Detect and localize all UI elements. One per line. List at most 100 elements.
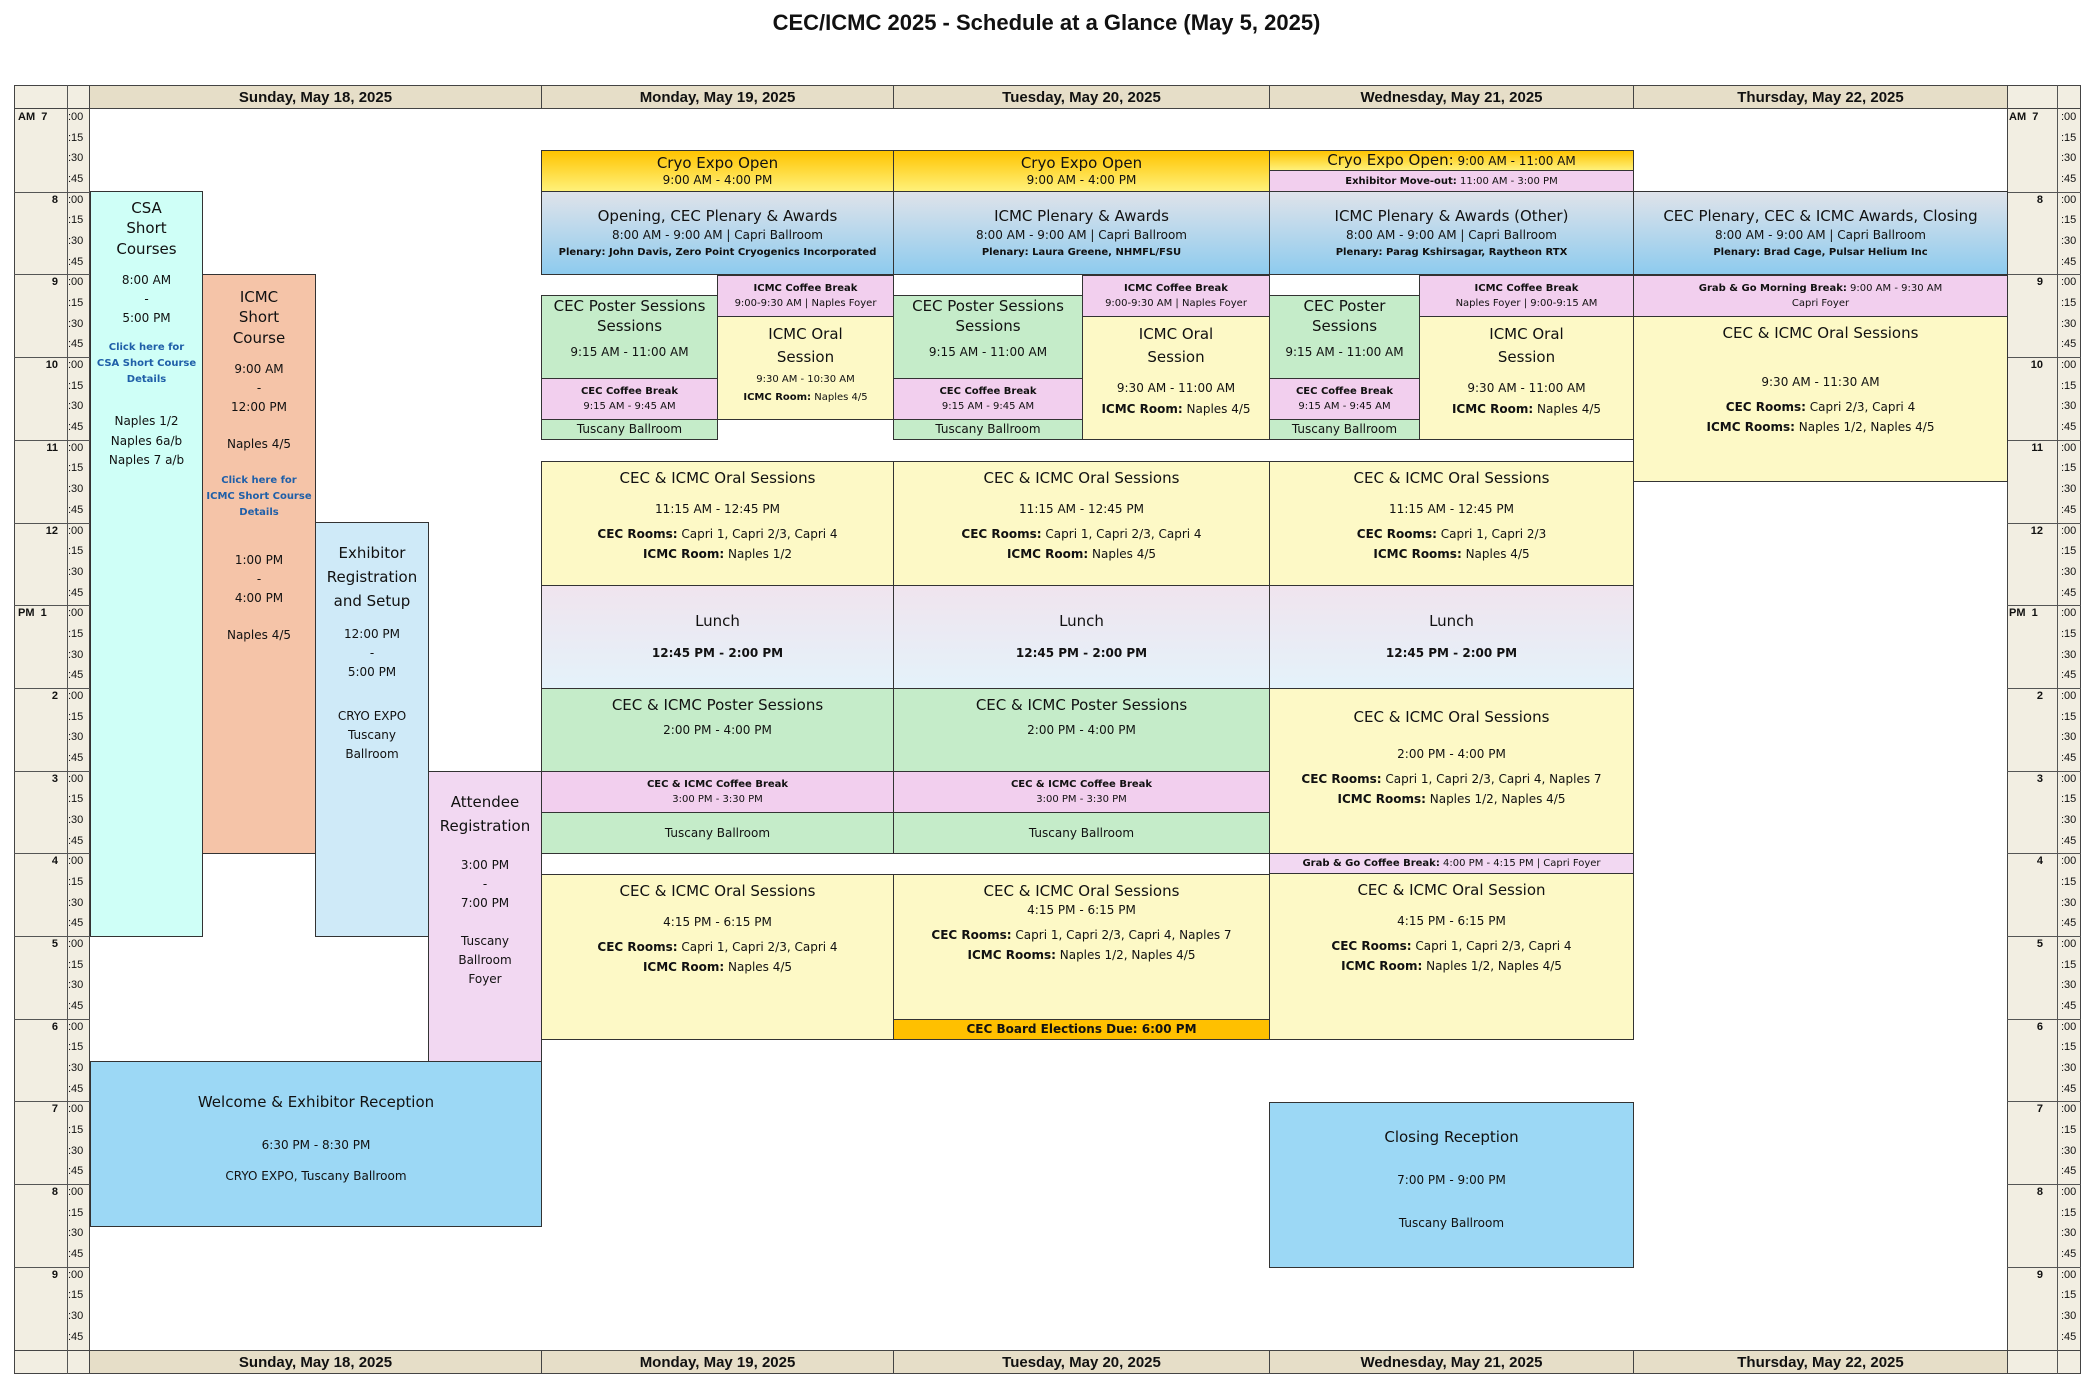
quarter-label: :15 xyxy=(68,959,84,971)
plenary-monday: Opening, CEC Plenary & Awards 8:00 AM - … xyxy=(541,191,894,275)
hour-divider xyxy=(2007,1184,2081,1185)
event-title: Cryo Expo Open: xyxy=(1327,150,1454,169)
event-time: 2:00 PM - 4:00 PM xyxy=(1027,723,1136,738)
quarter-label: :30 xyxy=(68,483,84,495)
quarter-label: :00 xyxy=(2061,1186,2077,1198)
quarter-label: :30 xyxy=(68,1062,84,1074)
event-room: Tuscany xyxy=(460,933,510,948)
hour-divider xyxy=(2007,688,2081,689)
event-title: CEC Coffee Break xyxy=(1295,386,1394,397)
quarter-label: :00 xyxy=(68,442,84,454)
icmc-details-link[interactable]: Click here for xyxy=(221,474,297,486)
room-label: CEC Rooms: xyxy=(1725,400,1806,415)
csa-details-link[interactable]: Click here for xyxy=(108,342,185,354)
event-room: Naples 4/5 xyxy=(1186,401,1251,416)
event-time: 2:00 PM - 4:00 PM xyxy=(1397,747,1506,762)
event-time: 9:30 AM - 10:30 AM xyxy=(756,373,855,385)
plenary-thursday: CEC Plenary, CEC & ICMC Awards, Closing … xyxy=(1633,191,2008,275)
icmc-coffee-break-wednesday: ICMC Coffee Break Naples Foyer | 9:00-9:… xyxy=(1419,275,1634,317)
event-room: Naples 4/5 xyxy=(814,391,868,403)
quarter-label: :00 xyxy=(2061,194,2077,206)
event-room: Naples 4/5 xyxy=(226,437,292,452)
hour-divider xyxy=(14,1267,90,1268)
event-title: CEC & ICMC Oral Sessions xyxy=(619,882,816,900)
bottom-right-gutter xyxy=(2007,1350,2081,1374)
hour-divider xyxy=(2007,605,2081,606)
quarter-label: :45 xyxy=(2061,421,2077,433)
room-label: CEC Rooms: xyxy=(1331,939,1412,954)
oral-sessions-pm-wednesday: CEC & ICMC Oral Sessions 2:00 PM - 4:00 … xyxy=(1269,688,1634,854)
quarter-label: :45 xyxy=(2061,669,2077,681)
hour-label: 2 xyxy=(51,690,58,702)
hour-label: PM 1 xyxy=(2009,607,2038,619)
quarter-label: :45 xyxy=(68,256,84,268)
event-time: 8:00 AM - 9:00 AM | Capri Ballroom xyxy=(1345,228,1557,243)
event-title: ICMC xyxy=(239,288,279,306)
quarter-label: :15 xyxy=(2061,462,2077,474)
quarter-label: :30 xyxy=(2061,1145,2077,1157)
event-room: Capri Foyer xyxy=(1791,298,1850,309)
icmc-coffee-break-tuesday: ICMC Coffee Break 9:00-9:30 AM | Naples … xyxy=(1082,275,1270,317)
event-title: CEC & ICMC Coffee Break xyxy=(1010,779,1153,790)
event-time: 4:15 PM - 6:15 PM xyxy=(1397,914,1506,929)
quarter-label: :45 xyxy=(2061,1165,2077,1177)
hour-divider xyxy=(14,771,90,772)
exhibitor-registration: Exhibitor Registration and Setup 12:00 P… xyxy=(315,522,429,937)
event-title: Course xyxy=(232,328,286,347)
closing-reception: Closing Reception 7:00 PM - 9:00 PM Tusc… xyxy=(1269,1102,1634,1268)
csa-details-link[interactable]: CSA Short Course xyxy=(96,358,197,370)
grab-and-go-thursday: Grab & Go Morning Break: 9:00 AM - 9:30 … xyxy=(1633,275,2008,317)
event-time: 12:45 PM - 2:00 PM xyxy=(1385,645,1518,660)
quarter-label: :00 xyxy=(68,855,84,867)
event-time: 12:00 PM xyxy=(231,400,287,415)
hour-label: 11 xyxy=(46,442,58,454)
hour-label: AM 7 xyxy=(18,111,48,123)
header-monday: Monday, May 19, 2025 xyxy=(541,85,894,109)
quarter-label: :30 xyxy=(68,814,84,826)
hour-divider xyxy=(14,853,90,854)
hour-label: 10 xyxy=(45,359,58,371)
event-room: Capri 2/3, Capri 4 xyxy=(1809,400,1916,415)
room-label: ICMC Room: xyxy=(642,546,725,561)
icmc-details-link[interactable]: ICMC Short Course xyxy=(206,490,312,502)
quarter-label: :00 xyxy=(68,1103,84,1115)
plenary-wednesday: ICMC Plenary & Awards (Other) 8:00 AM - … xyxy=(1269,191,1634,275)
event-title: Grab & Go Morning Break: xyxy=(1698,283,1847,294)
event-time: 2:00 PM - 4:00 PM xyxy=(663,723,772,738)
hour-divider xyxy=(14,357,90,358)
gutter-divider xyxy=(67,85,68,1374)
event-time: 12:00 PM xyxy=(344,627,400,641)
hour-label: 11 xyxy=(2031,442,2043,454)
coffee-break-pm-monday: CEC & ICMC Coffee Break 3:00 PM - 3:30 P… xyxy=(541,771,894,813)
event-title: ICMC Oral xyxy=(1138,325,1214,343)
hour-divider xyxy=(14,1101,90,1102)
quarter-label: :30 xyxy=(2061,897,2077,909)
event-time: 3:00 PM xyxy=(460,858,510,872)
hour-label: AM 7 xyxy=(2009,111,2039,123)
event-title: Short xyxy=(238,308,280,327)
hour-divider xyxy=(14,1184,90,1185)
hour-label: 5 xyxy=(51,938,58,950)
hour-divider xyxy=(14,1019,90,1020)
event-title: CEC Coffee Break xyxy=(939,386,1037,397)
quarter-label: :15 xyxy=(2061,380,2077,392)
event-time: 9:15 AM - 11:00 AM xyxy=(570,344,689,359)
event-title: Exhibitor xyxy=(338,544,406,562)
hour-label: 4 xyxy=(2036,855,2043,867)
icmc-details-link[interactable]: Details xyxy=(239,506,279,518)
event-title: Short xyxy=(126,219,167,238)
event-room: Naples 1/2 xyxy=(114,414,179,429)
room-label: ICMC Room: xyxy=(642,959,725,974)
quarter-label: :00 xyxy=(2061,1103,2077,1115)
quarter-label: :45 xyxy=(2061,504,2077,516)
quarter-label: :00 xyxy=(68,276,84,288)
tuscany-ballroom-wednesday: Tuscany Ballroom xyxy=(1269,419,1420,440)
quarter-label: :15 xyxy=(68,711,84,723)
hour-label: 12 xyxy=(45,525,58,537)
csa-details-link[interactable]: Details xyxy=(126,374,167,386)
room-label: CEC Rooms: xyxy=(1301,772,1382,787)
hour-divider xyxy=(2007,523,2081,524)
quarter-label: :45 xyxy=(68,587,84,599)
quarter-label: :15 xyxy=(2061,132,2077,144)
event-room: Naples 7 a/b xyxy=(108,452,185,467)
